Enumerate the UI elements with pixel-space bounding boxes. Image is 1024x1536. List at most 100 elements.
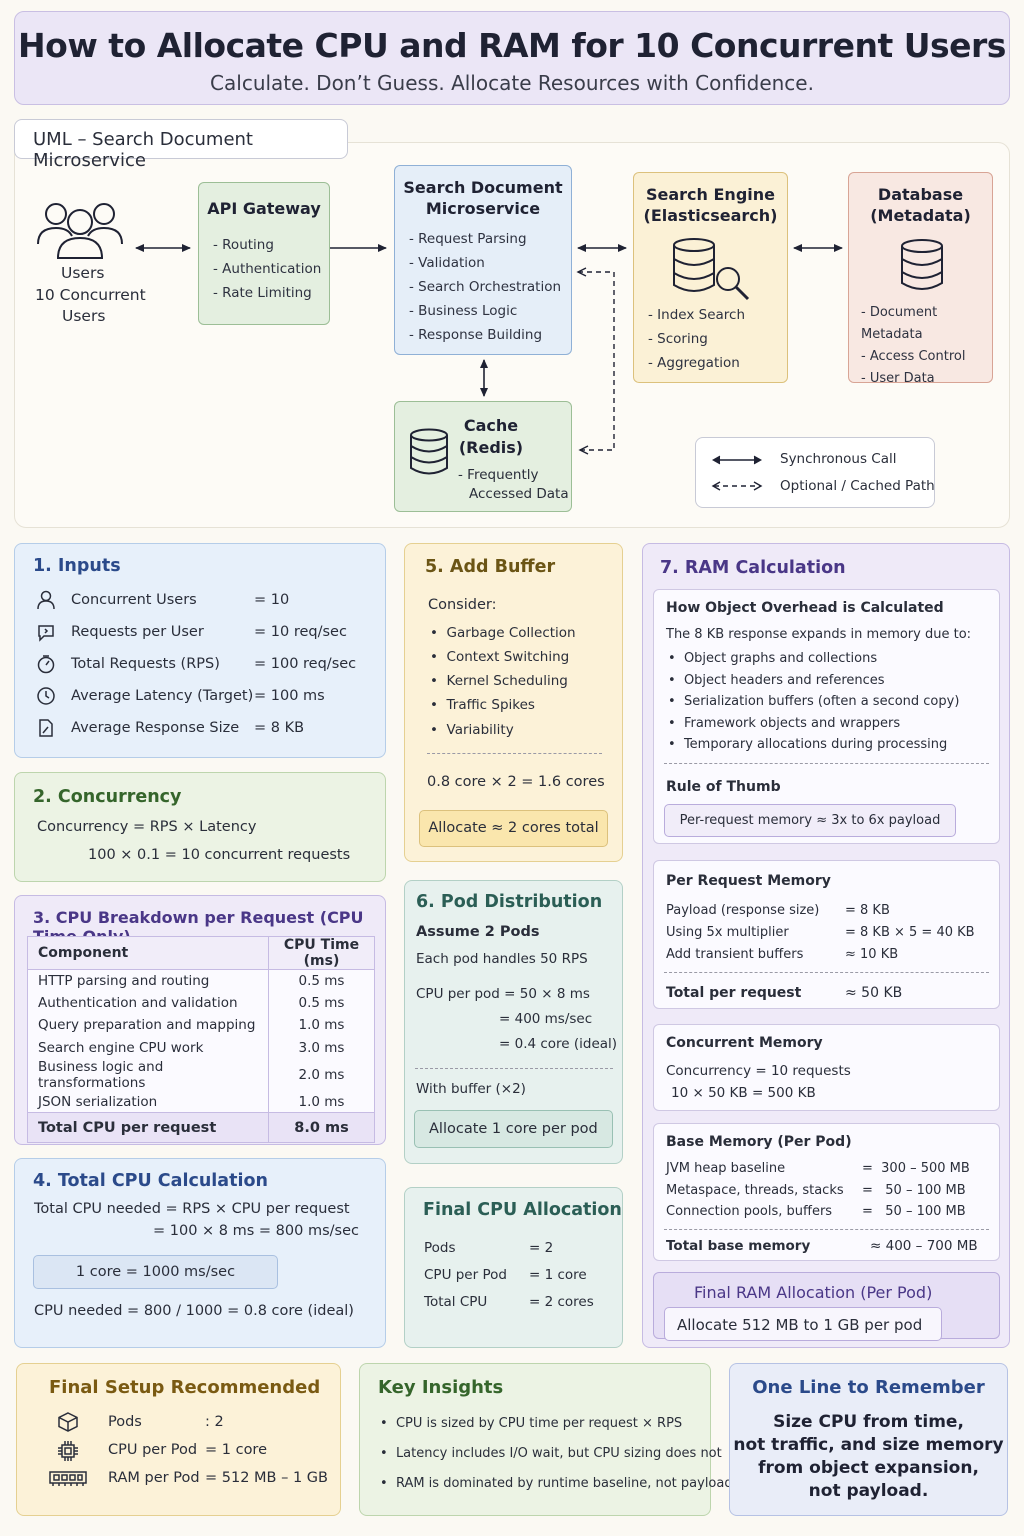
users-icon: [37, 203, 123, 259]
user-icon: [37, 590, 55, 610]
rule-title: Rule of Thumb: [666, 779, 781, 795]
buffer-title: 5. Add Buffer: [425, 557, 556, 577]
per-request-label: Add transient buffers: [666, 947, 804, 962]
users-sub2: Users: [62, 307, 106, 325]
input-label: Total Requests (RPS): [71, 656, 220, 672]
cache-node: Cache (Redis) - Frequently Accessed Data: [394, 401, 572, 512]
clock-icon: [37, 687, 55, 705]
overhead-item: • Temporary allocations during processin…: [668, 737, 948, 752]
table-cell: 0.5 ms: [268, 991, 375, 1015]
search-document-node: Search Document Microservice - Request P…: [394, 165, 572, 355]
table-cell: 0.5 ms: [268, 969, 375, 992]
pod-cpu-line-2: = 400 ms/sec: [499, 1011, 593, 1027]
overhead-item: • Object headers and references: [668, 673, 885, 688]
final-ram-box: Allocate 512 MB to 1 GB per pod: [664, 1307, 942, 1341]
table-cell: HTTP parsing and routing: [38, 972, 210, 989]
uml-arrows: [135, 244, 843, 455]
table-cell: Search engine CPU work: [38, 1039, 204, 1056]
table-row: HTTP parsing and routing 0.5 ms: [28, 969, 375, 992]
api-gateway-item: - Authentication: [213, 261, 322, 277]
search-document-title-2: Microservice: [425, 199, 541, 218]
per-request-total-label: Total per request: [666, 985, 802, 1001]
final-cpu-label: Total CPU: [424, 1294, 488, 1310]
input-value: = 10: [254, 592, 290, 608]
overhead-card: How Object Overhead is Calculated The 8 …: [653, 589, 1000, 844]
pod-allocation-box: Allocate 1 core per pod: [414, 1110, 613, 1148]
base-memory-value: = 50 – 100 MB: [862, 1204, 966, 1219]
remember-line: from object expansion,: [758, 1458, 979, 1478]
final-cpu-section: Final CPU Allocation Pods = 2 CPU per Po…: [404, 1187, 623, 1348]
ram-module-icon: [49, 1471, 87, 1486]
cache-title-2: (Redis): [458, 438, 524, 457]
core-definition-box: 1 core = 1000 ms/sec: [33, 1255, 278, 1289]
pod-buffer: With buffer (×2): [416, 1081, 526, 1097]
base-memory-label: JVM heap baseline: [666, 1161, 786, 1176]
api-gateway-item: - Rate Limiting: [213, 285, 312, 301]
inputs-title: 1. Inputs: [33, 556, 121, 576]
legend-optional-label: Optional / Cached Path: [780, 478, 935, 494]
concurrent-memory-line-2: 10 × 50 KB = 500 KB: [671, 1085, 816, 1101]
setup-value: : 2: [205, 1414, 224, 1430]
total-cpu-formula: Total CPU needed = RPS × CPU per request: [34, 1201, 350, 1217]
ram-title: 7. RAM Calculation: [660, 558, 846, 578]
cache-title-1: Cache: [463, 416, 519, 435]
table-cell: 2.0 ms: [268, 1058, 375, 1091]
database-item: - Document Metadata: [861, 305, 938, 342]
arrow-optional-path: [578, 271, 615, 451]
final-ram-value: Allocate 512 MB to 1 GB per pod: [677, 1316, 923, 1334]
concurrency-section: 2. Concurrency Concurrency = RPS × Laten…: [14, 772, 386, 882]
concurrency-result: 100 × 0.1 = 10 concurrent requests: [88, 847, 351, 863]
cache-database-icon: [410, 428, 448, 475]
per-request-title: Per Request Memory: [666, 873, 831, 889]
users-label: Users: [61, 264, 105, 282]
table-cell: Authentication and validation: [38, 994, 238, 1011]
remember-line: not traffic, and size memory: [733, 1435, 1004, 1455]
per-request-value: ≈ 10 KB: [845, 947, 899, 962]
total-cpu-title: 4. Total CPU Calculation: [33, 1171, 268, 1191]
setup-value: = 512 MB – 1 GB: [205, 1470, 328, 1486]
uml-tag: UML – Search Document Microservice: [14, 119, 348, 171]
input-label: Concurrent Users: [71, 592, 197, 608]
buffer-calc: 0.8 core × 2 = 1.6 cores: [427, 774, 605, 790]
setup-label: RAM per Pod: [108, 1470, 200, 1486]
core-definition: 1 core = 1000 ms/sec: [75, 1264, 236, 1280]
overhead-item: • Object graphs and collections: [668, 651, 878, 666]
document-icon: [39, 719, 53, 737]
buffer-section: 5. Add Buffer Consider: • Garbage Collec…: [404, 543, 623, 862]
table-header: Component: [27, 936, 269, 970]
api-gateway-title: API Gateway: [207, 199, 321, 218]
final-setup-title: Final Setup Recommended: [49, 1377, 321, 1398]
pod-each: Each pod handles 50 RPS: [416, 951, 588, 967]
input-value: = 100 ms: [254, 688, 325, 704]
concurrent-memory-title: Concurrent Memory: [666, 1035, 823, 1051]
overhead-item: • Serialization buffers (often a second …: [668, 694, 960, 709]
setup-label: Pods: [108, 1414, 142, 1430]
base-memory-title: Base Memory (Per Pod): [666, 1134, 852, 1150]
pod-allocation: Allocate 1 core per pod: [429, 1121, 598, 1137]
base-memory-label: Metaspace, threads, stacks: [666, 1183, 844, 1198]
search-engine-item: - Aggregation: [648, 355, 740, 371]
final-setup-section: Final Setup Recommended Pods : 2 CPU per…: [16, 1363, 341, 1516]
final-cpu-label: Pods: [424, 1240, 456, 1256]
api-gateway-item: - Routing: [213, 237, 274, 253]
buffer-item: • Traffic Spikes: [430, 697, 535, 713]
pod-distribution-title: 6. Pod Distribution: [416, 892, 603, 912]
table-cell: Query preparation and mapping: [38, 1017, 256, 1034]
setup-value: = 1 core: [205, 1442, 268, 1458]
table-cell: JSON serialization: [38, 1093, 158, 1110]
input-value: = 100 req/sec: [254, 656, 357, 672]
database-icon: [901, 239, 943, 290]
inputs-section: 1. Inputs Concurrent Users = 10 Requests…: [14, 543, 386, 758]
database-item: - User Data: [861, 371, 935, 386]
cube-icon: [58, 1412, 78, 1432]
search-engine-node: Search Engine (Elasticsearch) - Index Se…: [633, 172, 788, 383]
base-memory-total-label: Total base memory: [666, 1238, 811, 1254]
final-cpu-value: = 1 core: [529, 1267, 587, 1283]
per-request-label: Payload (response size): [666, 903, 820, 918]
search-document-item: - Business Logic: [409, 303, 518, 319]
cpu-breakdown-table: Component CPU Time (ms) HTTP parsing and…: [27, 936, 375, 1144]
input-label: Average Latency (Target): [71, 688, 254, 704]
pod-cpu-line-3: = 0.4 core (ideal): [499, 1036, 618, 1052]
